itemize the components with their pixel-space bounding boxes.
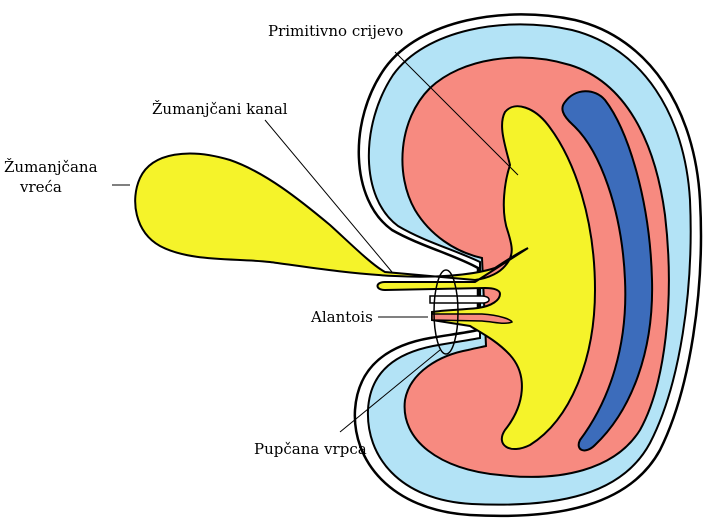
label-allantois: Alantois [310, 308, 373, 326]
label-umbilical-cord: Pupčana vrpca [254, 440, 367, 458]
label-yolk-sac-line1: Žumanjčana [4, 158, 98, 176]
label-vitelline-duct: Žumanjčani kanal [152, 100, 288, 118]
label-primitive-gut: Primitivno crijevo [268, 22, 403, 40]
umbilical-gap-upper [430, 296, 489, 303]
label-yolk-sac-line2: vreća [19, 178, 62, 196]
